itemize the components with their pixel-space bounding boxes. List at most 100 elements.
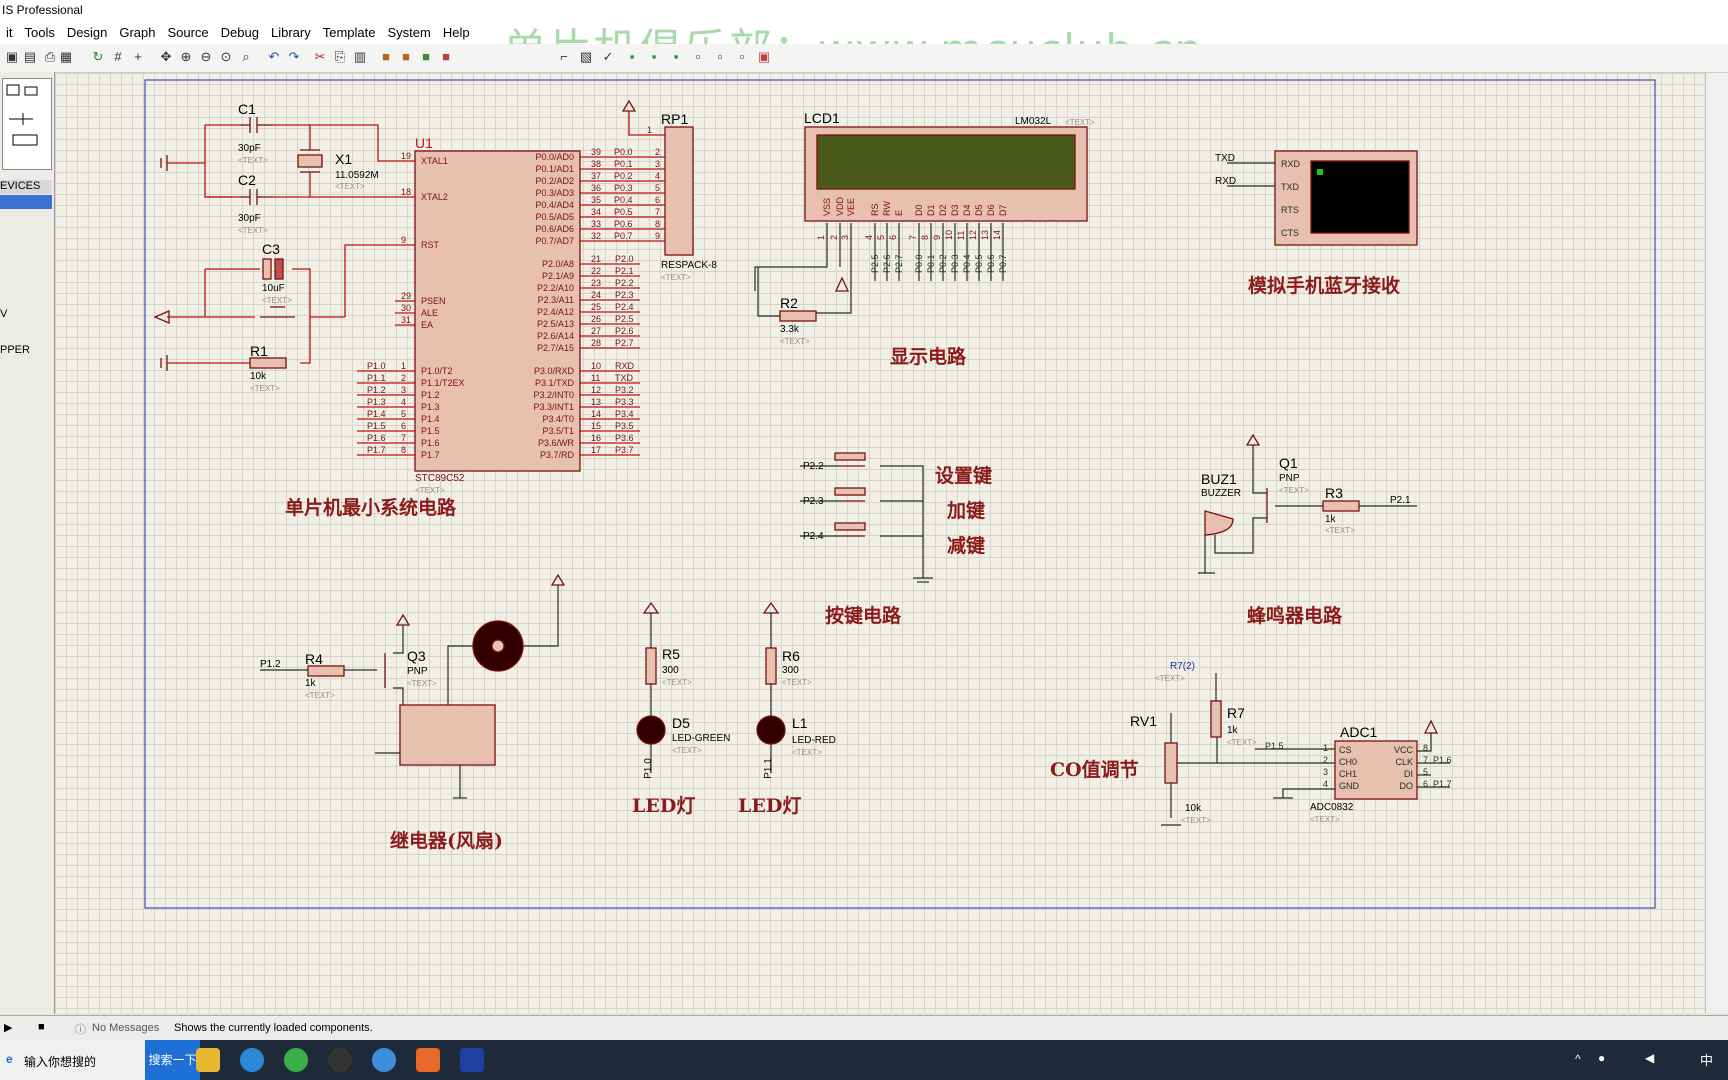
menu-source[interactable]: Source: [167, 25, 209, 40]
cut-icon[interactable]: ✂: [314, 49, 326, 64]
d5-ref[interactable]: D5: [672, 715, 690, 731]
menu-tools[interactable]: Tools: [24, 25, 55, 40]
u1-ref[interactable]: U1: [415, 135, 433, 151]
q1-ref[interactable]: Q1: [1279, 455, 1298, 471]
menu-edit[interactable]: it: [6, 25, 13, 40]
r3-ref[interactable]: R3: [1325, 485, 1343, 501]
overview-window[interactable]: [2, 78, 52, 170]
adc1-ref[interactable]: ADC1: [1340, 724, 1378, 740]
buz1-ref[interactable]: BUZ1: [1201, 471, 1237, 487]
u1-pin-name: P1.5: [421, 426, 440, 436]
rv1-ref[interactable]: RV1: [1130, 713, 1157, 729]
stop-icon[interactable]: ■: [38, 1021, 45, 1033]
lcd-pin-number: 11: [956, 231, 966, 240]
play-icon[interactable]: ▶: [4, 1022, 13, 1034]
u1-pin-name: P0.6/AD6: [535, 224, 574, 234]
open-icon[interactable]: ▤: [23, 49, 37, 64]
c1-ref[interactable]: C1: [238, 101, 256, 117]
mic-icon[interactable]: ●: [1598, 1051, 1606, 1065]
ime-indicator[interactable]: 中: [1700, 1053, 1714, 1068]
ppt-icon[interactable]: [416, 1048, 440, 1072]
origin-icon[interactable]: +: [134, 49, 142, 64]
u1-pin-name: XTAL2: [421, 192, 448, 202]
export-icon[interactable]: ▣: [757, 49, 771, 64]
browser-icon[interactable]: [284, 1048, 308, 1072]
new-icon[interactable]: ▣: [5, 49, 19, 64]
components: [153, 99, 1439, 800]
decompose-icon[interactable]: ▪: [673, 49, 679, 64]
u1-pin-number: 19: [401, 151, 411, 161]
menu-system[interactable]: System: [387, 25, 431, 40]
zoom-in-icon[interactable]: ⊕: [180, 49, 192, 64]
paste-icon[interactable]: ▥: [353, 49, 367, 64]
c3-ref[interactable]: C3: [262, 241, 280, 257]
vertical-scrollbar[interactable]: [1705, 73, 1728, 1013]
r2-ref[interactable]: R2: [780, 295, 798, 311]
device-item[interactable]: V: [0, 308, 8, 320]
r1-ref[interactable]: R1: [250, 343, 268, 359]
erc-icon[interactable]: ▫: [717, 49, 723, 64]
menu-library[interactable]: Library: [270, 25, 311, 40]
block-copy-icon[interactable]: ■: [382, 49, 390, 64]
save-icon[interactable]: ▦: [59, 49, 73, 64]
x1-ref[interactable]: X1: [335, 151, 353, 167]
search-app-icon[interactable]: [372, 1048, 396, 1072]
netlist-icon[interactable]: ✓: [602, 49, 614, 64]
part-icon[interactable]: ▪: [629, 49, 635, 64]
text-placeholder: <TEXT>: [1227, 738, 1257, 747]
package-icon[interactable]: ▪: [651, 49, 657, 64]
q3-ref[interactable]: Q3: [407, 648, 426, 664]
tray-chevron-icon[interactable]: ^: [1575, 1052, 1581, 1066]
undo-icon[interactable]: ↶: [268, 49, 280, 64]
u1-pin-name: P1.0/T2: [421, 366, 453, 376]
bom-icon[interactable]: ▫: [695, 49, 701, 64]
l1-ref[interactable]: L1: [792, 715, 808, 731]
block-rotate-icon[interactable]: ■: [422, 49, 430, 64]
taskbar-search[interactable]: e 输入你想搜的: [0, 1040, 145, 1080]
zoom-area-icon[interactable]: ⌕: [242, 49, 250, 64]
zoom-out-icon[interactable]: ⊖: [200, 49, 212, 64]
ares-icon[interactable]: ▫: [739, 49, 745, 64]
block-delete-icon[interactable]: ■: [442, 49, 450, 64]
pan-icon[interactable]: ✥: [160, 49, 172, 64]
u1-pin-name: P0.3/AD3: [535, 188, 574, 198]
menu-design[interactable]: Design: [66, 25, 108, 40]
menu-help[interactable]: Help: [442, 25, 470, 40]
obs-icon[interactable]: [328, 1048, 352, 1072]
menu-template[interactable]: Template: [322, 25, 376, 40]
r7-probe[interactable]: R7(2): [1170, 661, 1196, 672]
u1-pin-name: P3.7/RD: [540, 450, 575, 460]
search-button[interactable]: 搜索一下: [145, 1040, 200, 1080]
property-icon[interactable]: ▧: [579, 49, 593, 64]
grid-icon[interactable]: #: [114, 49, 122, 64]
device-item[interactable]: PPER: [0, 344, 30, 356]
messages-status[interactable]: No Messages: [92, 1022, 160, 1034]
lcd1-ref[interactable]: LCD1: [804, 110, 840, 126]
refresh-icon[interactable]: ↻: [92, 49, 104, 64]
c3-value: 10uF: [262, 283, 285, 294]
c2-ref[interactable]: C2: [238, 172, 256, 188]
r6-ref[interactable]: R6: [782, 648, 800, 664]
text-placeholder: <TEXT>: [782, 678, 812, 687]
redo-icon[interactable]: ↷: [288, 49, 300, 64]
menu-debug[interactable]: Debug: [220, 25, 259, 40]
rp1-ref[interactable]: RP1: [661, 111, 689, 127]
r4-ref[interactable]: R4: [305, 651, 323, 667]
edge-icon[interactable]: [240, 1048, 264, 1072]
copy-icon[interactable]: ⎘: [334, 49, 346, 64]
u1-pin-number: 29: [401, 291, 411, 301]
block-move-icon[interactable]: ■: [402, 49, 410, 64]
r7-ref[interactable]: R7: [1227, 705, 1245, 721]
menu-graph[interactable]: Graph: [119, 25, 156, 40]
isis-icon[interactable]: [460, 1048, 484, 1072]
devices-selected-row[interactable]: [0, 195, 52, 209]
net-label: P0.5: [974, 254, 984, 273]
print-icon[interactable]: ⎙: [44, 49, 56, 64]
zoom-all-icon[interactable]: ⊙: [220, 49, 232, 64]
explorer-icon[interactable]: [196, 1048, 220, 1072]
wire-icon[interactable]: ⌐: [560, 49, 568, 64]
volume-icon[interactable]: ◀: [1645, 1051, 1655, 1065]
r5-ref[interactable]: R5: [662, 646, 680, 662]
net-label: P2.0: [615, 254, 634, 264]
